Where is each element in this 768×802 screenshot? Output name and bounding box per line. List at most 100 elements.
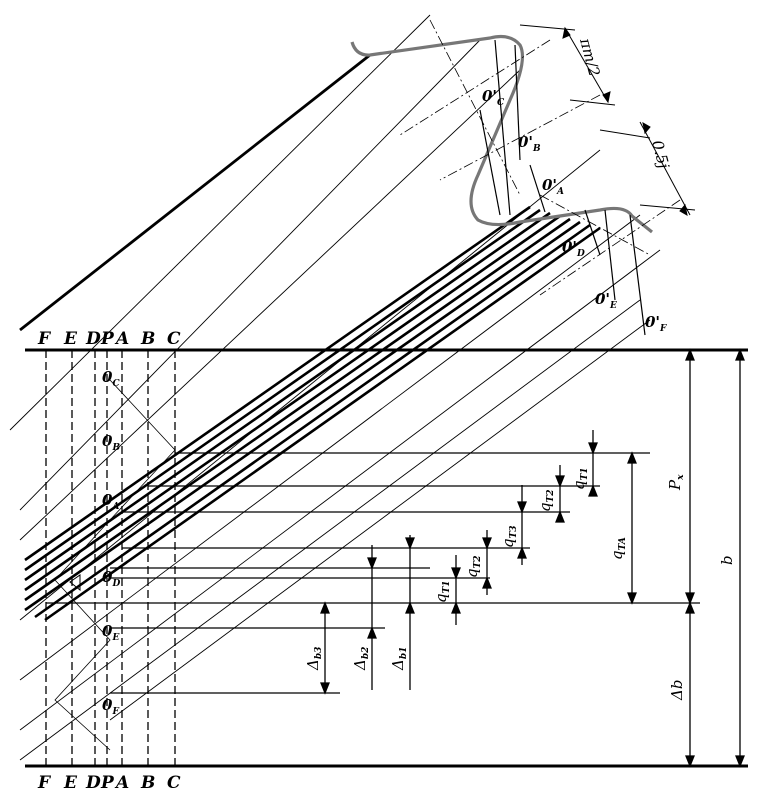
base-point-label-b: 0B	[102, 432, 120, 453]
column-label-bottom: A	[114, 773, 129, 793]
column-labels-top: F E D P A B C	[37, 329, 181, 349]
b-label: b	[718, 555, 736, 565]
arrow-head	[320, 682, 330, 695]
contact-line	[44, 226, 601, 622]
column-label-bottom: D	[85, 773, 101, 793]
small-triangle-marker	[69, 574, 81, 592]
base-point-label-c: 0C	[102, 368, 120, 389]
q-t1-upper-label: qT1	[570, 467, 590, 490]
delta-b1-label: Δb1	[389, 647, 409, 671]
tooth-normal	[479, 109, 501, 216]
delta-b-label: Δb	[668, 680, 686, 701]
point-five-j-dimension-line	[639, 121, 691, 216]
tooth-dimensions	[519, 24, 696, 216]
arrow-head	[367, 626, 377, 639]
pitch-axes	[399, 19, 681, 296]
tooth-normal	[529, 164, 546, 213]
construction-line	[19, 249, 661, 731]
q-t2-lower-label: qT2	[463, 555, 483, 578]
profile-point-label-e: 0'E	[595, 290, 617, 311]
arrow-head	[627, 592, 637, 605]
vertical-dimensions	[320, 348, 745, 768]
pitch-axis	[429, 19, 521, 196]
pitch-axis	[399, 39, 551, 136]
arrow-head	[451, 567, 461, 580]
base-point-label-a: 0A	[102, 491, 119, 512]
arrow-head	[685, 601, 695, 614]
column-label-top: F	[37, 329, 52, 349]
contact-line	[24, 217, 571, 602]
column-label-top: A	[114, 329, 129, 349]
column-label-top: D	[85, 329, 101, 349]
tooth-normal	[514, 44, 521, 161]
arrow-head	[735, 755, 745, 768]
column-label-top: P	[100, 329, 115, 349]
zigzag-trace	[54, 379, 176, 751]
arrow-head	[562, 26, 571, 39]
pi-m-half-dimension-line	[564, 27, 609, 103]
dimension-extension	[569, 99, 616, 106]
arrow-head	[367, 557, 377, 570]
arrow-head	[482, 537, 492, 550]
base-point-label-f: 0F	[102, 696, 119, 717]
arrow-head	[642, 122, 651, 135]
q-t1-lower-label: qT1	[432, 580, 452, 603]
arrow-head	[735, 348, 745, 361]
point-five-j-label: 0.5j	[648, 138, 673, 171]
q-t3-label: qT3	[499, 525, 519, 548]
contact-line	[24, 208, 541, 572]
pitch-axis	[539, 199, 681, 296]
column-label-bottom: C	[167, 773, 181, 793]
contact-line	[24, 214, 561, 592]
tooth-normal	[629, 214, 646, 336]
arrow-head	[517, 501, 527, 514]
profile-point-label-a: 0'A	[542, 176, 564, 197]
contact-line-band	[24, 205, 601, 622]
q-ta-label: qTA	[608, 537, 628, 560]
arrow-head	[685, 348, 695, 361]
base-point-label-e: 0E	[102, 622, 119, 643]
arrow-head	[588, 484, 598, 497]
arrow-head	[627, 451, 637, 464]
arrow-head	[517, 546, 527, 559]
delta-b2-label: Δb2	[351, 647, 371, 671]
arrow-head	[679, 203, 688, 216]
contact-line	[24, 220, 581, 612]
delta-b3-label: Δb3	[304, 647, 324, 671]
arrow-head	[588, 442, 598, 455]
profile-point-label-f: 0'F	[645, 313, 667, 334]
construction-line	[9, 14, 431, 431]
column-label-top: C	[167, 329, 181, 349]
q-t2-upper-label: qT2	[536, 489, 556, 512]
tooth-normal	[494, 39, 511, 216]
arrow-head	[451, 601, 461, 614]
arrow-head	[555, 510, 565, 523]
contact-line	[24, 211, 551, 582]
arrow-head	[685, 755, 695, 768]
tooth-profile-curve	[350, 34, 653, 234]
column-label-bottom: P	[100, 773, 115, 793]
dimension-extension	[599, 129, 651, 139]
construction-line	[19, 299, 641, 761]
column-label-bottom: E	[63, 773, 78, 793]
tooth-normals	[479, 39, 646, 336]
column-lines	[45, 350, 176, 766]
dimension-extension	[519, 24, 576, 31]
tooth-normal	[584, 209, 601, 256]
arrow-head	[405, 601, 415, 614]
construction-line	[19, 149, 601, 621]
arrow-head	[320, 601, 330, 614]
arrow-head	[602, 91, 611, 104]
profile-point-label-d: 0'D	[562, 238, 585, 259]
arrow-head	[405, 537, 415, 550]
contact-line	[34, 223, 591, 619]
column-label-bottom: B	[140, 773, 155, 793]
construction-line	[19, 39, 481, 511]
column-label-top: E	[63, 329, 78, 349]
reference-lines	[46, 452, 700, 694]
base-point-labels: 0C 0B 0A 0D 0E 0F	[102, 368, 120, 717]
profile-point-labels: 0'C 0'B 0'A 0'D 0'E 0'F	[482, 87, 667, 334]
profile-point-label-b: 0'B	[518, 133, 541, 154]
construction-line	[109, 319, 651, 721]
